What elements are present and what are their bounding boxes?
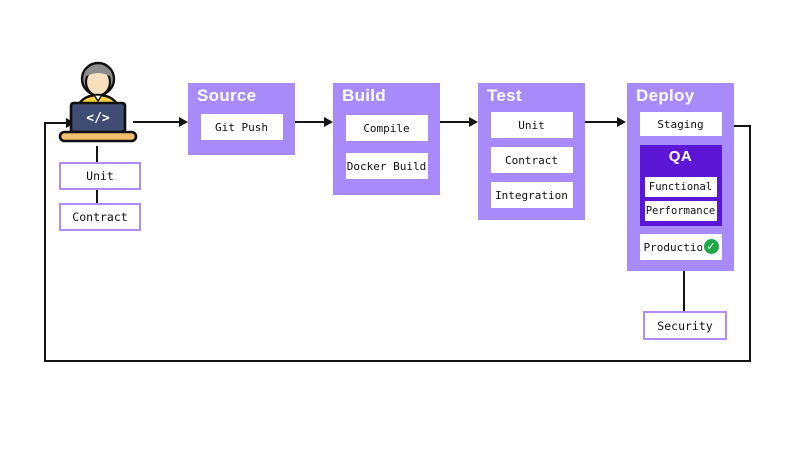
source-to-build-arrowhead-icon — [324, 117, 333, 127]
security-label: Security — [657, 318, 713, 333]
step-unit-label: Unit — [518, 118, 545, 132]
stage-test: Test Unit Contract Integration — [478, 83, 585, 220]
qa-panel: QA Functional Performance — [639, 145, 722, 226]
check-circle-icon: ✓ — [701, 237, 721, 256]
step-integration: Integration — [490, 182, 573, 208]
loop-left-vertical-line — [44, 122, 46, 362]
step-production: Production ✓ — [639, 234, 722, 260]
dev-test-contract-box: Contract — [59, 203, 141, 231]
step-git-push-label: Git Push — [215, 120, 268, 134]
dev-test-unit-box: Unit — [59, 162, 141, 190]
step-git-push: Git Push — [200, 114, 283, 140]
loop-right-vertical-line — [749, 126, 751, 362]
source-to-build-line — [295, 121, 325, 123]
step-unit: Unit — [490, 112, 573, 138]
code-glyph: </> — [86, 111, 110, 126]
step-compile: Compile — [345, 115, 428, 141]
build-to-test-line — [440, 121, 470, 123]
test-to-deploy-line — [585, 121, 618, 123]
step-compile-label: Compile — [363, 121, 410, 135]
test-to-deploy-arrowhead-icon — [617, 117, 626, 127]
stage-deploy-title: Deploy — [636, 86, 695, 105]
developer-at-laptop-icon: </> — [58, 61, 138, 143]
qa-step-performance: Performance — [644, 201, 717, 221]
build-to-test-arrowhead-icon — [469, 117, 478, 127]
stage-source-title: Source — [197, 86, 257, 105]
dev-to-source-arrowhead-icon — [179, 117, 188, 127]
qa-title: QA — [668, 148, 693, 165]
step-staging-label: Staging — [657, 117, 704, 131]
stage-deploy: Deploy Staging QA Functional Performance… — [627, 83, 734, 271]
step-staging: Staging — [639, 112, 722, 136]
step-docker-build-label: Docker Build — [346, 159, 427, 173]
dev-test-contract-label: Contract — [72, 210, 128, 224]
qa-step-functional-label: Functional — [648, 181, 713, 193]
deploy-to-security-line — [683, 271, 685, 311]
stage-build: Build Compile Docker Build — [333, 83, 440, 195]
dev-to-source-line — [133, 121, 180, 123]
stage-build-title: Build — [342, 86, 386, 105]
step-contract: Contract — [490, 147, 573, 173]
unit-to-contract-line — [96, 186, 98, 203]
stage-source: Source Git Push — [188, 83, 295, 155]
step-docker-build: Docker Build — [345, 153, 428, 179]
step-production-label: Production — [643, 240, 710, 254]
security-box: Security — [643, 311, 727, 340]
qa-step-performance-label: Performance — [645, 205, 716, 217]
dev-to-unit-line — [96, 146, 98, 162]
staging-to-loop-line — [734, 125, 751, 127]
step-contract-label: Contract — [505, 153, 558, 167]
loop-bottom-line — [44, 360, 751, 362]
loop-to-developer-line — [44, 122, 68, 124]
dev-test-unit-label: Unit — [86, 169, 114, 183]
qa-step-functional: Functional — [644, 177, 717, 197]
step-integration-label: Integration — [495, 188, 568, 202]
stage-test-title: Test — [487, 86, 522, 105]
